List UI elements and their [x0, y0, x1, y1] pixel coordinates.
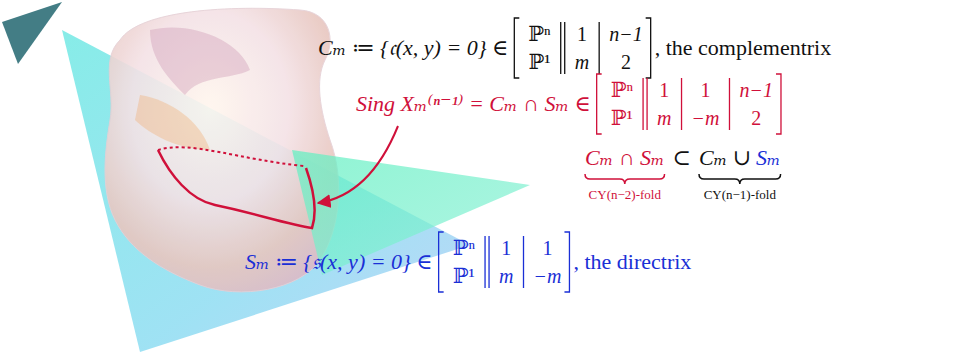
dark-plane — [2, 2, 62, 64]
underbrace — [699, 174, 781, 184]
matrix-cell: m — [575, 51, 589, 74]
matrix-cell: m — [657, 107, 671, 130]
matrix-cell: 2 — [621, 51, 631, 74]
matrix-cell: 2 — [751, 107, 761, 130]
column-bar — [681, 78, 682, 130]
matrix-bracket — [776, 74, 781, 134]
double-bar — [484, 236, 485, 288]
column-bar — [729, 78, 730, 130]
singular-locus — [158, 150, 314, 228]
matrix-cell: 1 — [659, 79, 669, 102]
matrix-bracket — [439, 232, 444, 292]
formula: Cₘ ∩ Sₘ — [585, 145, 665, 170]
double-bar — [560, 22, 561, 74]
matrix-cell: 1 — [542, 237, 552, 260]
caption-text: , the directrix — [573, 249, 691, 274]
matrix-cell: m — [499, 265, 513, 288]
double-bar — [488, 236, 489, 288]
formula: Cₘ ∪ — [699, 145, 751, 170]
matrix-bracket — [514, 18, 519, 78]
brace-label: CY(n−2)-fold — [589, 188, 661, 203]
matrix-cell: ℙ¹ — [453, 264, 475, 288]
matrix-cell: −m — [534, 265, 562, 288]
surface-highlight — [135, 95, 210, 150]
matrix-cell: 1 — [501, 237, 511, 260]
matrix-bracket — [646, 18, 651, 78]
pointer-arrow — [318, 126, 398, 203]
matrix-cell: ℙ¹ — [611, 106, 633, 130]
caption-text: , the complementrix — [655, 35, 832, 60]
double-bar — [642, 78, 643, 130]
formula: Sing Xₘ⁽ⁿ⁻¹⁾ = Cₘ ∩ Sₘ ∈ — [356, 91, 591, 116]
matrix-cell: ℙⁿ — [528, 22, 550, 46]
double-bar — [564, 22, 565, 74]
double-bar — [646, 78, 647, 130]
formula: Cₘ ≔ {𝔠(x, y) = 0} ∈ — [318, 35, 508, 60]
formula: Sₘ — [756, 145, 781, 170]
underbrace — [585, 174, 665, 184]
column-bar — [523, 236, 524, 288]
matrix-cell: 1 — [701, 79, 711, 102]
matrix-cell: n−1 — [739, 79, 773, 102]
matrix-cell: ℙⁿ — [453, 236, 475, 260]
matrix-bracket — [597, 74, 602, 134]
column-bar — [599, 22, 600, 74]
singular-locus-hidden — [158, 147, 304, 166]
matrix-bracket — [564, 232, 569, 292]
brace-label: CY(n−1)-fold — [704, 188, 776, 203]
formula: ⊂ — [673, 145, 691, 170]
matrix-cell: n−1 — [609, 23, 643, 46]
matrix-cell: ℙ¹ — [528, 50, 550, 74]
matrix-cell: 1 — [577, 23, 587, 46]
matrix-cell: ℙⁿ — [611, 78, 633, 102]
formula: Sₘ ≔ {𝔰(x, y) = 0} ∈ — [245, 249, 433, 274]
matrix-cell: −m — [692, 107, 720, 130]
surface-shading — [150, 27, 250, 95]
